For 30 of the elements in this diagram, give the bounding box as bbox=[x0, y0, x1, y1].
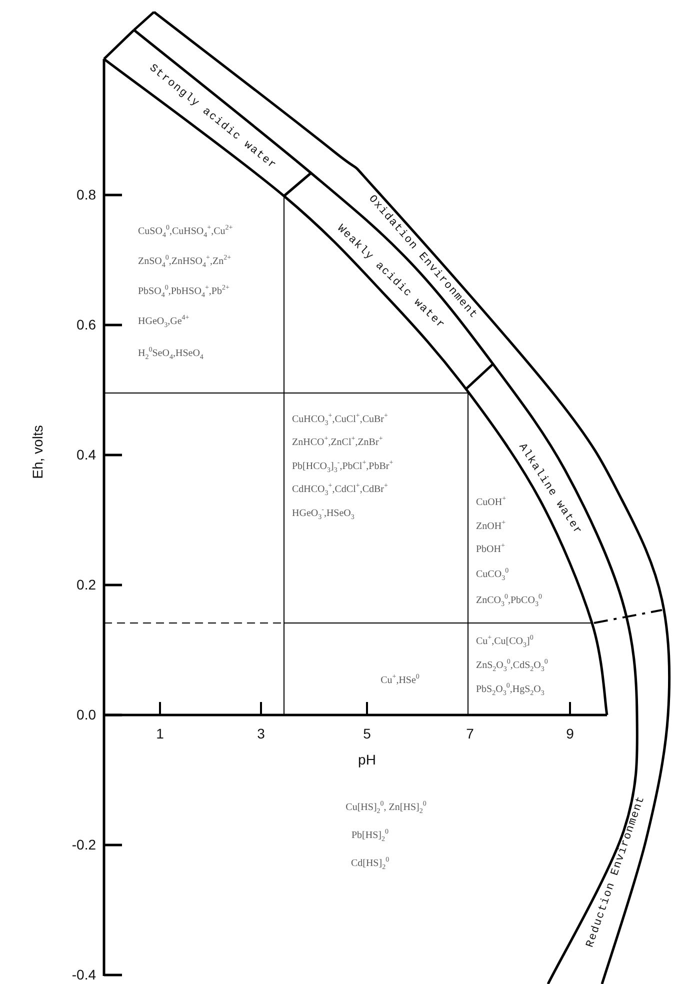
tick-label: -0.2 bbox=[72, 836, 96, 854]
species-label: CuSO$_{4}$$^{0}$,CuHSO$_{4}$$^{+}$,Cu$^{2+}$ bbox=[138, 226, 233, 238]
species-label: HGeO$_{3}$$^{-}$,HSeO$_{3}$ bbox=[292, 508, 354, 520]
species-label: ZnOH$^{+}$ bbox=[476, 520, 506, 534]
tick-label: 0.8 bbox=[76, 186, 96, 204]
axis-title: Eh, volts bbox=[29, 425, 46, 479]
tick-label: 9 bbox=[566, 725, 574, 743]
species-label: Pb[HCO$_{3}$]$_{3}$$^{-}$,PbCl$^{+}$,PbBr$^{+}$ bbox=[292, 460, 394, 474]
axis-title: pH bbox=[358, 751, 376, 769]
species-label: CdHCO$_{3}$$^{+}$,CdCl$^{+}$,CdBr$^{+}$ bbox=[292, 484, 388, 496]
tick-label: 3 bbox=[257, 725, 265, 743]
species-label: ZnSO$_{4}$$^{0}$,ZnHSO$_{4}$$^{+}$,Zn$^{2+}$ bbox=[138, 256, 232, 268]
species-label: H$_{2}$$^{0}$SeO$_{4}$,HSeO$_{4}$ bbox=[138, 348, 204, 360]
tick-label: 7 bbox=[466, 725, 474, 743]
tick-label: 0.0 bbox=[76, 706, 96, 724]
tick-label: 0.4 bbox=[76, 446, 96, 464]
species-label: Cu$^{+}$,HSe$^{0}$ bbox=[380, 674, 420, 688]
species-label: ZnHCO$^{+}$,ZnCl$^{+}$,ZnBr$^{+}$ bbox=[292, 436, 383, 450]
tick-label: -0.4 bbox=[72, 966, 96, 984]
species-label: CuHCO$_{3}$$^{+}$,CuCl$^{+}$,CuBr$^{+}$ bbox=[292, 414, 388, 426]
tick-label: 0.2 bbox=[76, 576, 96, 594]
species-label: PbS$_{2}$O$_{3}$$^{0}$,HgS$_{2}$O$_{3}$ bbox=[476, 684, 544, 696]
species-label: PbSO$_{4}$$^{0}$,PbHSO$_{4}$$^{+}$,Pb$^{2+}$ bbox=[138, 286, 230, 298]
species-label: HGeO$_{3}$,Ge$^{4+}$ bbox=[138, 316, 190, 328]
species-label: PbOH$^{+}$ bbox=[476, 544, 505, 556]
tick-label: 1 bbox=[156, 725, 164, 743]
species-label: CuOH$^{+}$ bbox=[476, 496, 506, 510]
tick-label: 0.6 bbox=[76, 316, 96, 334]
species-label: Cu$^{+}$,Cu[CO$_{3}$]$^{0}$ bbox=[476, 636, 534, 648]
tick-label: 5 bbox=[363, 725, 371, 743]
